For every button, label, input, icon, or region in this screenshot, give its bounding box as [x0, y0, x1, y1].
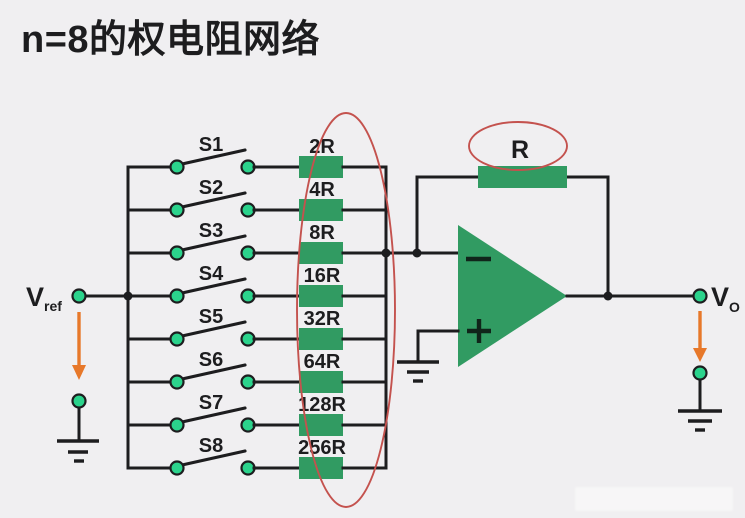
resistor-label: 8R: [309, 222, 335, 244]
switch-lever: [180, 320, 247, 338]
switch-lever: [180, 148, 247, 166]
feedback-resistor-label: R: [511, 136, 529, 164]
vout-label-base: V: [711, 282, 729, 312]
switch-terminal-left: [169, 417, 185, 433]
weighted-resistor: [299, 199, 343, 221]
vref-label: Vref: [26, 282, 62, 314]
noninverting-input-wire: [416, 329, 460, 362]
page-title: n=8的权电阻网络: [21, 19, 321, 61]
watermark: [575, 487, 733, 511]
dac-row-5: S5 32R: [126, 306, 388, 350]
switch-lever: [180, 449, 247, 467]
weighted-resistor: [299, 414, 343, 436]
switch-terminal-left: [169, 460, 185, 476]
dac-row-1: S1 2R: [126, 134, 388, 178]
switch-terminal-left: [169, 374, 185, 390]
highlight-ellipse-feedback-r: [468, 121, 568, 171]
dac-row-8: S8 256R: [126, 435, 388, 479]
switch-lever: [180, 406, 247, 424]
switch-lever: [180, 191, 247, 209]
feedback-wire-right: [565, 175, 610, 298]
vout-arrow-down-icon: [693, 348, 707, 362]
weighted-resistor: [299, 242, 343, 264]
dac-row-3: S3 8R: [126, 220, 388, 264]
switch-label: S8: [199, 435, 223, 457]
switch-terminal-left: [169, 159, 185, 175]
weighted-resistor: [299, 285, 343, 307]
resistor-label: 64R: [304, 351, 341, 373]
dac-row-6: S6 64R: [126, 349, 388, 393]
switch-lever: [180, 234, 247, 252]
feedback-wire-left: [415, 175, 480, 255]
switch-terminal-left: [169, 288, 185, 304]
switch-label: S7: [199, 392, 223, 414]
switch-terminal-left: [169, 202, 185, 218]
vref-arrow-down-icon: [72, 365, 86, 380]
weighted-resistor: [299, 371, 343, 393]
switch-lever: [180, 277, 247, 295]
switch-lever: [180, 363, 247, 381]
opamp-ground-icon: [397, 360, 439, 383]
resistor-label: 256R: [298, 437, 346, 459]
vout-terminal: [692, 288, 708, 304]
switch-label: S5: [199, 306, 223, 328]
dac-row-2: S2 4R: [126, 177, 388, 221]
switch-label: S3: [199, 220, 223, 242]
dac-row-4: S4 16R: [126, 263, 388, 307]
vref-label-sub: ref: [44, 298, 62, 314]
weighted-resistor: [299, 328, 343, 350]
vout-label-sub: O: [729, 299, 740, 315]
resistor-label: 128R: [298, 394, 346, 416]
plus-icon: [467, 319, 491, 343]
output-junction-dot: [603, 291, 613, 301]
switch-label: S6: [199, 349, 223, 371]
vref-ground-terminal: [71, 393, 87, 409]
switch-terminal-left: [169, 331, 185, 347]
vout-ground-terminal: [692, 365, 708, 381]
opamp-triangle: [458, 225, 567, 367]
vref-ground-icon: [57, 406, 99, 463]
resistor-label: 32R: [304, 308, 341, 330]
weighted-resistor: [299, 457, 343, 479]
dac-row-7: S7 128R: [126, 392, 388, 436]
switch-label: S2: [199, 177, 223, 199]
resistor-label: 4R: [309, 179, 335, 201]
weighted-resistor: [299, 156, 343, 178]
switch-terminal-left: [169, 245, 185, 261]
resistor-label: 16R: [304, 265, 341, 287]
vref-terminal: [71, 288, 87, 304]
vout-label: VO: [711, 282, 740, 315]
vref-label-base: V: [26, 282, 44, 312]
switch-label: S4: [199, 263, 224, 285]
feedback-resistor: [478, 166, 567, 188]
switch-label: S1: [199, 134, 223, 156]
vout-ground-icon: [678, 378, 722, 432]
highlight-ellipse-resistor-column: [296, 112, 396, 508]
